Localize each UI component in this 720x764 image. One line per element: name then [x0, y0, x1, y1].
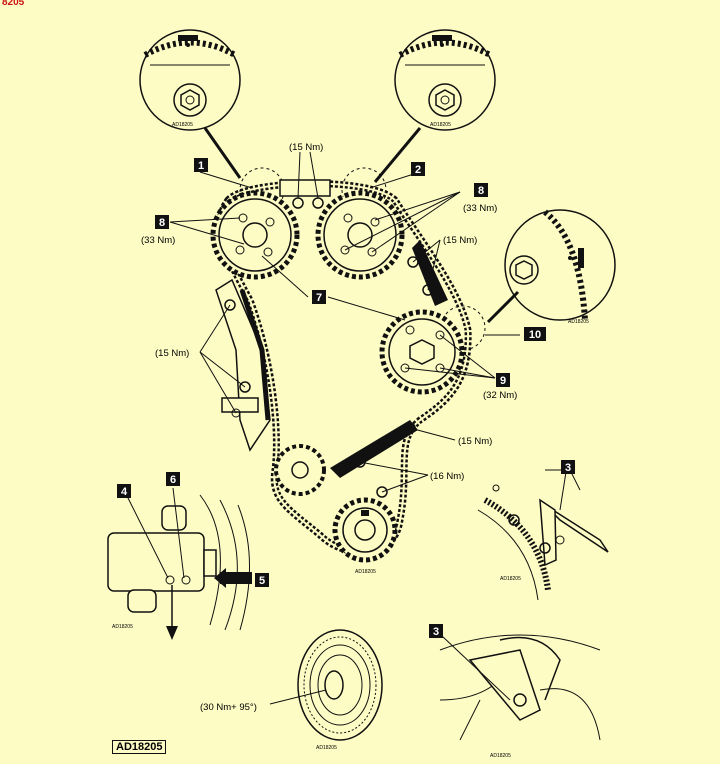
torque-right-guide: (15 Nm)	[443, 235, 477, 246]
callout-5: 5	[255, 573, 269, 587]
svg-text:3: 3	[565, 462, 571, 474]
detail-inset-left-cam	[139, 29, 242, 179]
callout-8-right: 8	[474, 183, 488, 197]
svg-text:8: 8	[159, 217, 165, 229]
torque-left-cam: (33 Nm)	[141, 235, 175, 246]
callout-3-lower: 3	[429, 624, 443, 638]
torque-crank-pulley: (30 Nm+ 95°)	[200, 702, 257, 713]
callout-10: 10	[524, 327, 546, 341]
lock-tool-code: AD18205	[500, 576, 521, 582]
left-camshaft-sprocket	[210, 190, 300, 280]
tensioner-drawing	[107, 487, 252, 640]
detail-balance-code: AD18205	[568, 319, 589, 325]
detail-right-cam-code: AD18205	[430, 122, 451, 128]
timing-chain	[216, 180, 472, 556]
callout-7: 7	[312, 290, 326, 304]
svg-text:8: 8	[478, 185, 484, 197]
callout-4: 4	[117, 484, 131, 498]
crank-pulley-drawing	[269, 629, 383, 741]
main-drawing-code: AD18205	[355, 569, 376, 575]
callout-9: 9	[496, 373, 510, 387]
engine-lock-drawing	[439, 634, 601, 741]
svg-text:1: 1	[198, 160, 204, 172]
torque-right-cam: (33 Nm)	[463, 203, 497, 214]
svg-text:5: 5	[259, 575, 265, 587]
right-camshaft-sprocket	[315, 190, 405, 280]
callout-3-upper: 3	[561, 460, 575, 474]
callout-1: 1	[194, 158, 208, 172]
svg-text:9: 9	[500, 375, 506, 387]
left-tensioner-guide	[215, 278, 271, 452]
figure-code: 8205	[2, 0, 25, 8]
engine-lock-code: AD18205	[490, 753, 511, 759]
torque-lower-guide: (15 Nm)	[458, 436, 492, 447]
lower-chain-guide	[330, 420, 418, 498]
svg-text:7: 7	[316, 292, 322, 304]
torque-tensioner-pivot: (16 Nm)	[430, 471, 464, 482]
callout-2: 2	[411, 162, 425, 176]
reference-code-box: AD18205	[112, 740, 167, 754]
balance-shaft-sprocket	[379, 309, 465, 395]
svg-text:2: 2	[415, 164, 421, 176]
lock-tool-drawing	[477, 469, 609, 601]
torque-balance: (32 Nm)	[483, 390, 517, 401]
svg-text:6: 6	[170, 474, 176, 486]
tensioner-code: AD18205	[112, 624, 133, 630]
torque-top-bar: (15 Nm)	[289, 142, 323, 153]
detail-zone-right	[341, 167, 387, 213]
detail-inset-right-cam	[373, 29, 496, 183]
right-chain-guide	[407, 240, 448, 306]
svg-text:10: 10	[529, 329, 541, 341]
callout-6: 6	[166, 472, 180, 486]
svg-text:4: 4	[121, 486, 128, 498]
detail-left-code: AD18205	[172, 122, 193, 128]
intermediate-sprocket	[274, 444, 326, 496]
detail-inset-balance-shaft	[486, 209, 616, 324]
svg-text:3: 3	[433, 626, 439, 638]
upper-chain-guide	[279, 179, 331, 209]
callout-8-left: 8	[155, 215, 169, 229]
crankshaft-sprocket	[332, 497, 398, 563]
pulley-code: AD18205	[316, 745, 337, 751]
torque-left-guide: (15 Nm)	[155, 348, 189, 359]
